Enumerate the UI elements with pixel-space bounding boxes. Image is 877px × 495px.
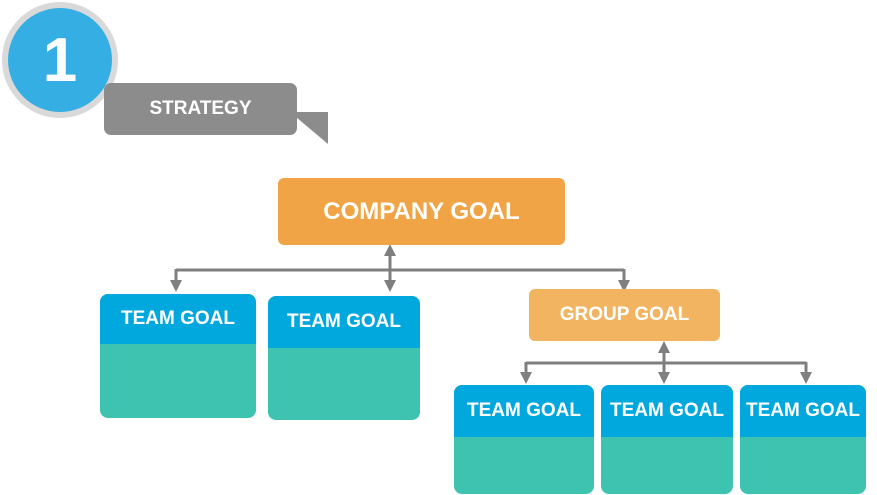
group-goal-box: GROUP GOAL xyxy=(529,289,720,341)
strategy-speech-bubble: STRATEGY xyxy=(104,83,297,135)
team-goal-header: TEAM GOAL xyxy=(100,294,256,344)
step-number-badge: 1 xyxy=(8,8,112,112)
team-goal-header: TEAM GOAL xyxy=(268,296,420,348)
team-goal-card: TEAM GOAL xyxy=(268,296,420,420)
team-goal-header: TEAM GOAL xyxy=(454,385,594,437)
team-goal-header: TEAM GOAL xyxy=(601,385,733,437)
team-goal-card: TEAM GOAL xyxy=(454,385,594,494)
team-goal-header: TEAM GOAL xyxy=(740,385,866,437)
team-goal-card: TEAM GOAL xyxy=(601,385,733,494)
company-goal-box: COMPANY GOAL xyxy=(278,178,565,245)
team-goal-card: TEAM GOAL xyxy=(100,294,256,418)
team-goal-card: TEAM GOAL xyxy=(740,385,866,494)
